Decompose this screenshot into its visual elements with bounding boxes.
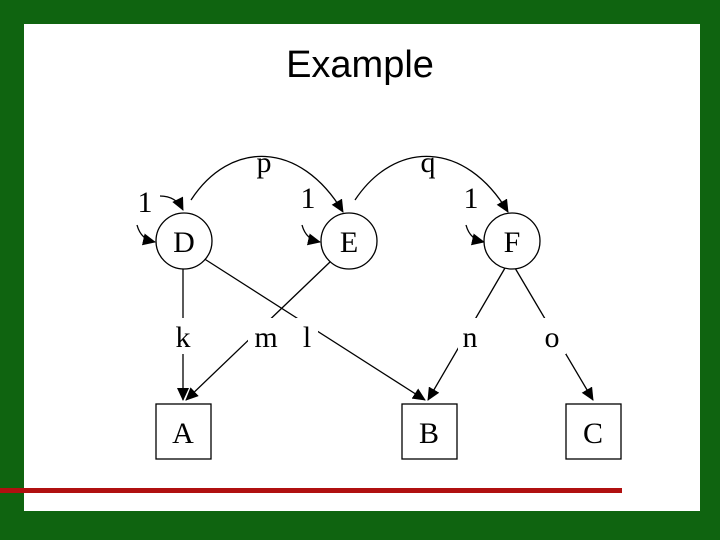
node-b: B bbox=[401, 403, 458, 460]
edge-d-e bbox=[190, 155, 344, 213]
self-loop-e bbox=[301, 224, 321, 246]
edge-e-f bbox=[354, 155, 509, 213]
node-label-b: B bbox=[419, 417, 439, 450]
self-loop-label-f: 1 bbox=[464, 182, 479, 215]
edge-label-m: m bbox=[254, 321, 277, 354]
edge-label-n: n bbox=[463, 321, 478, 354]
node-d: D bbox=[155, 212, 213, 270]
self-loop-d bbox=[136, 224, 156, 246]
node-c: C bbox=[565, 403, 622, 460]
node-label-c: C bbox=[583, 417, 603, 450]
edge-label-o: o bbox=[545, 321, 560, 354]
node-a: A bbox=[155, 403, 212, 460]
node-label-e: E bbox=[340, 226, 358, 259]
self-loop-f bbox=[465, 224, 485, 246]
slide-title: Example bbox=[286, 44, 434, 86]
edge-label-q: q bbox=[421, 146, 436, 179]
node-f: F bbox=[483, 212, 541, 270]
edge-label-p: p bbox=[257, 146, 272, 179]
self-loop-label-d: 1 bbox=[138, 186, 153, 219]
self-loop-label-e: 1 bbox=[301, 182, 316, 215]
title-underline bbox=[0, 488, 622, 493]
edge-label-l: l bbox=[303, 321, 311, 354]
node-label-a: A bbox=[172, 417, 194, 450]
self-loop-d-top bbox=[159, 195, 184, 211]
edge-label-k: k bbox=[176, 321, 191, 354]
node-label-f: F bbox=[504, 226, 521, 259]
node-e: E bbox=[320, 212, 378, 270]
node-label-d: D bbox=[173, 226, 195, 259]
